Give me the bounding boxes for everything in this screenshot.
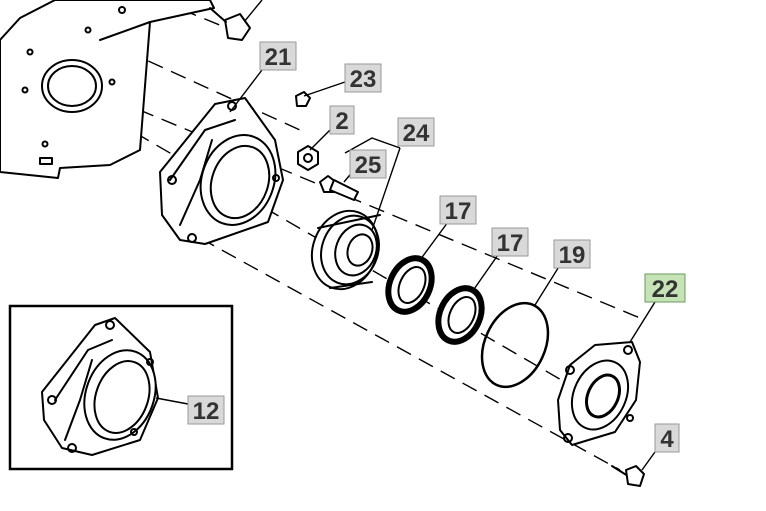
label-17b: 17 [491, 227, 529, 257]
leader-lines [155, 69, 661, 471]
svg-text:4: 4 [660, 426, 674, 453]
label-25: 25 [349, 149, 387, 179]
svg-text:2: 2 [335, 108, 348, 135]
label-24: 24 [397, 117, 435, 147]
mounting-plate [0, 0, 215, 179]
seal-17b [435, 285, 485, 345]
svg-text:24: 24 [403, 120, 430, 147]
bearing-housing [159, 97, 284, 245]
label-21: 21 [259, 41, 297, 71]
label-12: 12 [187, 395, 225, 425]
o-ring-19 [480, 301, 550, 389]
svg-text:22: 22 [652, 276, 679, 303]
seal-17a [385, 255, 435, 315]
nut-2 [297, 145, 319, 171]
bolt-4 [611, 465, 645, 487]
label-22: 22 [644, 273, 686, 303]
housing-12 [41, 317, 159, 456]
bearing-assembly [310, 209, 381, 291]
svg-text:12: 12 [193, 398, 220, 425]
cover-22 [557, 341, 641, 446]
inset-box [8, 304, 234, 471]
bolt-top [209, 0, 263, 41]
label-2: 2 [329, 105, 355, 135]
label-17a: 17 [439, 195, 477, 225]
svg-text:25: 25 [355, 152, 382, 179]
svg-text:21: 21 [265, 44, 292, 71]
label-4: 4 [654, 423, 680, 453]
svg-text:19: 19 [559, 242, 586, 269]
label-23: 23 [344, 63, 382, 93]
bolt-25 [319, 175, 359, 201]
label-19: 19 [553, 239, 591, 269]
svg-text:17: 17 [497, 230, 524, 257]
svg-text:23: 23 [350, 66, 377, 93]
svg-text:17: 17 [445, 198, 472, 225]
